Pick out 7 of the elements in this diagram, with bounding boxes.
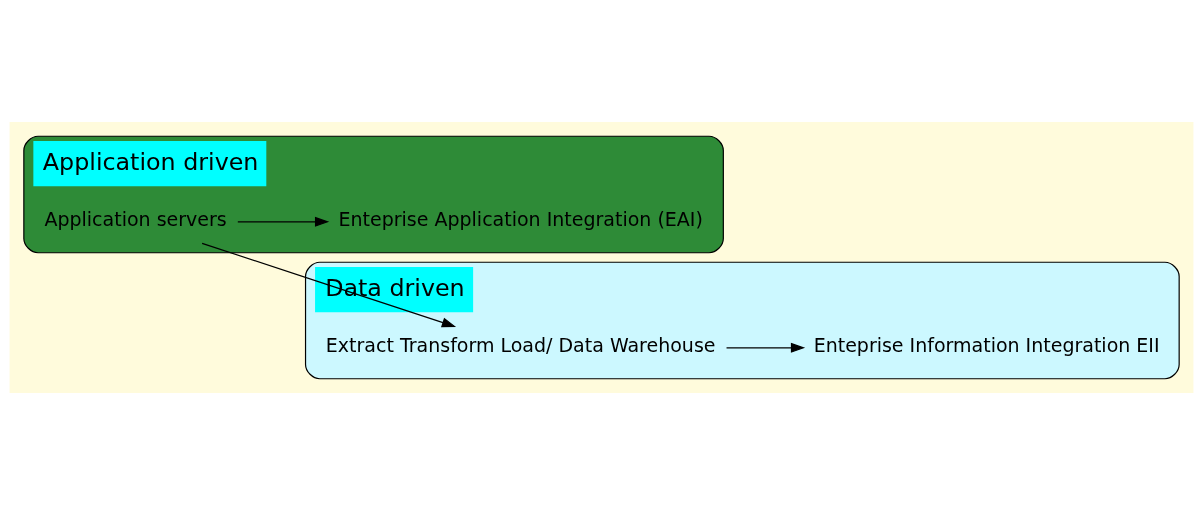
arrow [237,216,330,227]
arrow [725,342,806,353]
node-text: Extract Transform Load/ Data Warehouse [325,334,716,357]
arrow [201,242,457,328]
node-text: Application servers [44,208,227,231]
node-text: Enteprise Information Integration EII [813,334,1160,357]
node-text: Enteprise Application Integration (EAI) [338,208,703,231]
